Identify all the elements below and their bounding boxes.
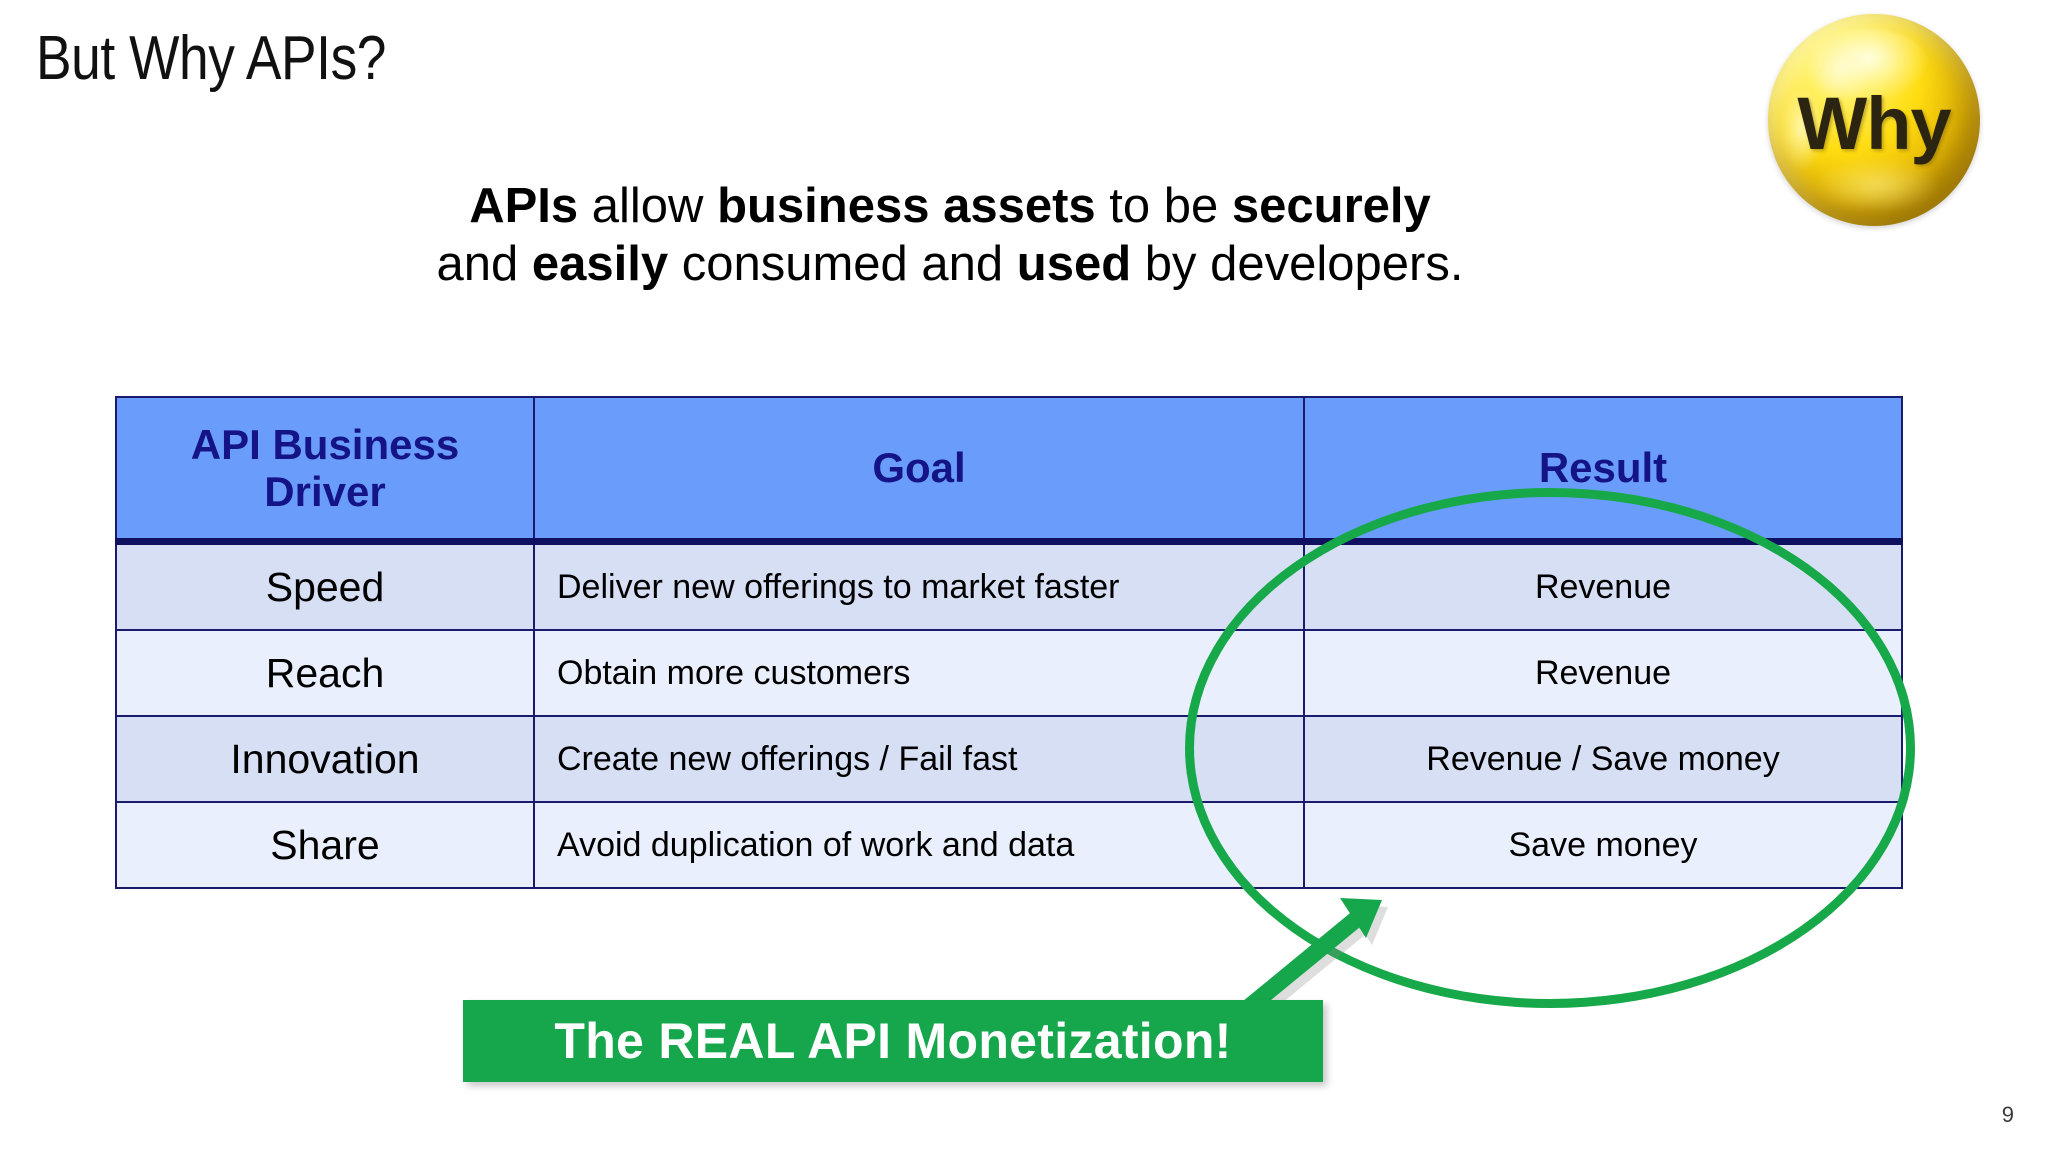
api-business-driver-table: API Business Driver Goal Result Speed De… <box>115 396 1903 889</box>
cell-goal: Obtain more customers <box>533 629 1305 717</box>
subtitle-text-tobe: to be <box>1095 179 1232 233</box>
sphere-highlight-top <box>1810 28 1930 101</box>
table-row: Speed Deliver new offerings to market fa… <box>115 540 1903 631</box>
slide-number: 9 <box>2001 1102 2014 1127</box>
cell-result: Revenue <box>1303 540 1903 631</box>
cell-driver: Innovation <box>115 715 535 803</box>
subtitle-emph-easily: easily <box>531 236 669 291</box>
subtitle-emph-apis: APIs <box>469 179 579 233</box>
cell-result: Revenue <box>1303 629 1903 717</box>
subtitle-text-and: and <box>436 236 532 291</box>
table-header: API Business Driver Goal Result <box>115 396 1903 545</box>
cell-goal: Avoid duplication of work and data <box>533 801 1305 889</box>
subtitle-emph-securely: securely <box>1231 179 1431 233</box>
table-row: Innovation Create new offerings / Fail f… <box>115 715 1903 803</box>
cell-goal: Create new offerings / Fail fast <box>533 715 1305 803</box>
subtitle-text-consumed: consumed and <box>668 236 1017 291</box>
page-title: But Why APIs? <box>36 24 387 93</box>
callout-banner-label: The REAL API Monetization! <box>554 1013 1232 1069</box>
table-row: Reach Obtain more customers Revenue <box>115 629 1903 717</box>
column-header-result: Result <box>1303 396 1903 545</box>
why-sphere-icon: Why <box>1768 14 1980 226</box>
column-header-goal: Goal <box>533 396 1305 545</box>
cell-goal: Deliver new offerings to market faster <box>533 540 1305 631</box>
table-body: Speed Deliver new offerings to market fa… <box>115 540 1903 889</box>
cell-driver: Speed <box>115 540 535 631</box>
callout-banner: The REAL API Monetization! <box>463 1000 1323 1082</box>
cell-result: Save money <box>1303 801 1903 889</box>
why-sphere-label: Why <box>1797 81 1951 165</box>
cell-result: Revenue / Save money <box>1303 715 1903 803</box>
table-header-row: API Business Driver Goal Result <box>115 396 1903 545</box>
sphere-highlight-left <box>1778 86 1826 171</box>
sphere-highlight-bottom <box>1814 158 1938 214</box>
subtitle-text-allow: allow <box>578 179 718 233</box>
cell-driver: Reach <box>115 629 535 717</box>
column-header-driver: API Business Driver <box>115 396 535 545</box>
subtitle-emph-business-assets: business assets <box>717 179 1096 233</box>
subtitle-text: APIs allow business assets to be securel… <box>240 178 1660 294</box>
subtitle-text-developers: by developers. <box>1131 236 1464 291</box>
subtitle-line-1: APIs allow business assets to be securel… <box>240 178 1660 236</box>
subtitle-line-2: and easily consumed and used by develope… <box>240 236 1660 294</box>
cell-driver: Share <box>115 801 535 889</box>
table-row: Share Avoid duplication of work and data… <box>115 801 1903 889</box>
subtitle-emph-used: used <box>1016 236 1132 291</box>
